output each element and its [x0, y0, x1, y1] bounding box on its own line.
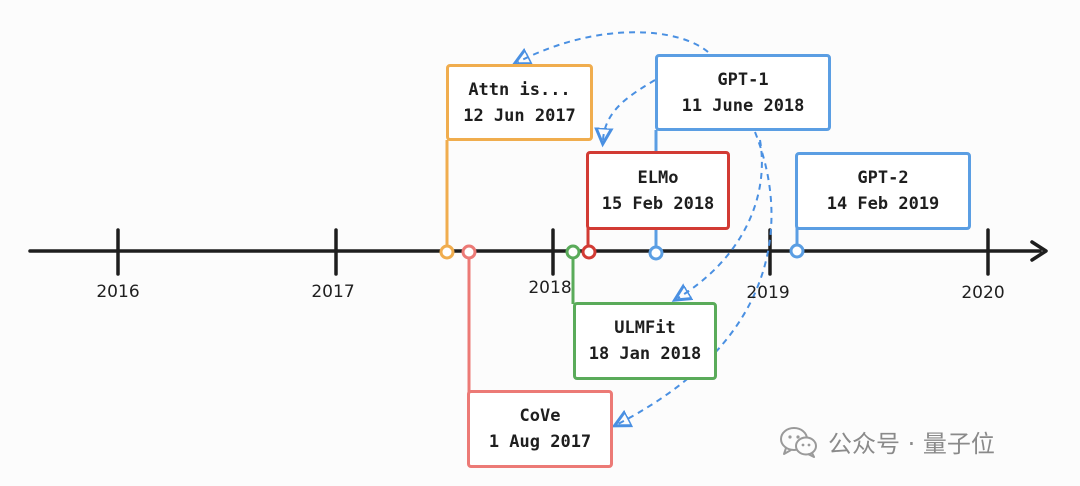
year-label-2017: 2017	[311, 282, 355, 302]
event-box-gpt2: GPT-2 14 Feb 2019	[795, 152, 971, 230]
influence-arrow-gpt1-to-attn	[518, 31, 709, 62]
year-label-2020: 2020	[961, 283, 1005, 303]
year-label-2016: 2016	[96, 282, 140, 302]
wechat-icon	[780, 426, 818, 458]
marker-elmo	[581, 244, 597, 260]
event-title-gpt1: GPT-1	[717, 69, 769, 90]
marker-cove	[461, 244, 477, 260]
event-box-elmo: ELMo 15 Feb 2018	[586, 151, 730, 230]
event-date-cove: 1 Aug 2017	[488, 432, 592, 452]
event-date-ulmfit: 18 Jan 2018	[588, 344, 702, 364]
event-title-elmo: ELMo	[637, 167, 679, 188]
marker-gpt2	[789, 243, 805, 259]
marker-gpt1	[648, 245, 664, 261]
event-box-cove: CoVe 1 Aug 2017	[467, 390, 613, 468]
event-box-attn: Attn is... 12 Jun 2017	[446, 64, 593, 141]
event-title-gpt2: GPT-2	[857, 168, 909, 188]
watermark-text: 公众号 · 量子位	[828, 430, 995, 458]
marker-attn	[439, 244, 455, 260]
influence-arrow-gpt1-to-ulmfit	[678, 139, 763, 298]
timeline-arrowhead	[1030, 240, 1048, 262]
influence-arrow-gpt1-to-cove	[618, 131, 773, 424]
year-label-2018: 2018	[528, 278, 572, 298]
event-title-cove: CoVe	[519, 406, 561, 426]
year-label-2019: 2019	[746, 283, 790, 303]
event-title-ulmfit: ULMFit	[614, 318, 676, 338]
marker-ulmfit	[565, 244, 581, 260]
event-date-gpt1: 11 June 2018	[681, 95, 805, 116]
watermark: 公众号 · 量子位	[780, 424, 995, 459]
event-box-ulmfit: ULMFit 18 Jan 2018	[573, 302, 717, 380]
event-box-gpt1: GPT-1 11 June 2018	[655, 54, 831, 131]
event-date-elmo: 15 Feb 2018	[601, 193, 715, 214]
event-date-gpt2: 14 Feb 2019	[826, 194, 940, 214]
event-title-attn: Attn is...	[468, 79, 571, 100]
event-date-attn: 12 Jun 2017	[463, 105, 576, 126]
influence-arrow-gpt1-to-elmo	[603, 79, 656, 140]
